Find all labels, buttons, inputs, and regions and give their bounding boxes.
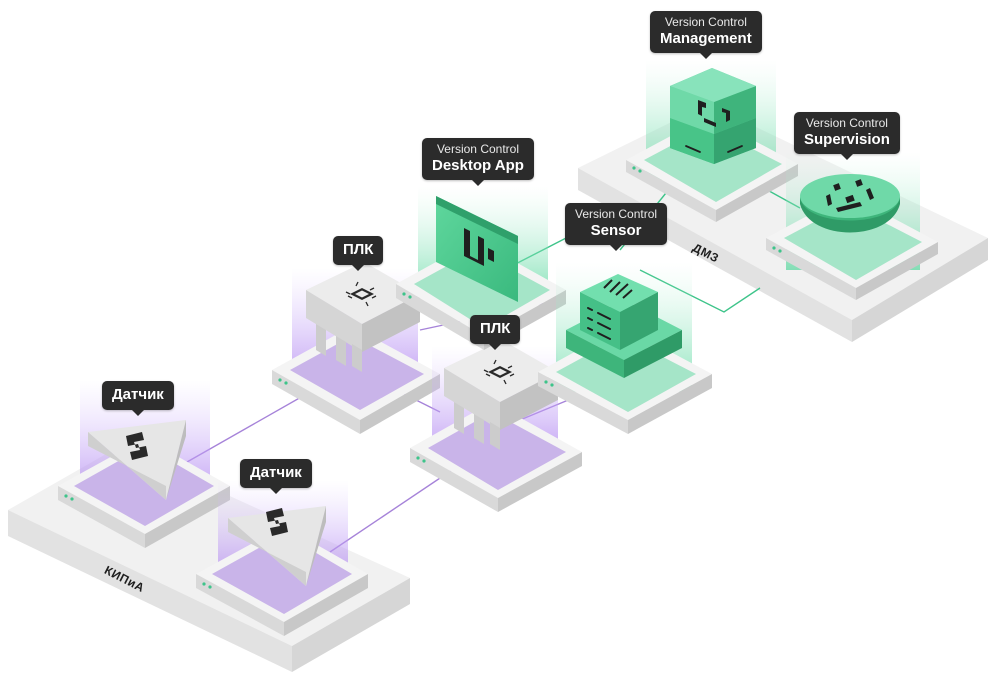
plc-node-1[interactable]: [272, 262, 440, 434]
label-supervision: Version Control Supervision: [794, 112, 900, 160]
vc-supervision-node[interactable]: [766, 152, 938, 300]
plc-1-title: ПЛК: [343, 241, 374, 258]
vc-sensor-line1: Version Control: [575, 207, 658, 221]
label-management: Version Control Management: [650, 11, 762, 59]
vc-sensor-line2: Sensor: [590, 222, 642, 239]
sensor-node-2[interactable]: [196, 480, 368, 636]
label-vc-sensor: Version Control Sensor: [565, 203, 668, 251]
plc-2-title: ПЛК: [480, 320, 511, 337]
plc-node-2[interactable]: [410, 340, 582, 512]
vc-sensor-node[interactable]: [538, 262, 712, 434]
desktop-app-line2: Desktop App: [432, 157, 524, 174]
sensor-1-title: Датчик: [112, 386, 164, 403]
cpu-chip-icon: [483, 359, 515, 385]
label-desktop-app: Version Control Desktop App: [422, 138, 534, 186]
label-sensor-1: Датчик: [102, 381, 174, 416]
management-line1: Version Control: [664, 15, 747, 29]
management-bracket-icon: [698, 100, 730, 127]
desktop-app-line1: Version Control: [436, 142, 519, 156]
sensor-chip-icon: [126, 432, 148, 460]
cpu-chip-icon: [345, 281, 377, 307]
management-line2: Management: [660, 30, 752, 47]
vc-management-node[interactable]: [626, 60, 798, 222]
sensor-chip-icon: [266, 508, 288, 536]
supervision-line2: Supervision: [804, 131, 890, 148]
desktop-app-node[interactable]: [396, 186, 566, 350]
link-sensor2-plc2: [329, 469, 453, 553]
sensor-node-1[interactable]: [58, 380, 230, 548]
sensor-2-title: Датчик: [250, 464, 302, 481]
label-sensor-2: Датчик: [240, 459, 312, 494]
label-plc-1: ПЛК: [333, 236, 384, 271]
v-logo-icon: [464, 228, 494, 266]
barcode-icon: [603, 279, 633, 299]
list-lines-icon: [587, 307, 611, 340]
label-plc-2: ПЛК: [470, 315, 521, 350]
supervision-line1: Version Control: [805, 116, 888, 130]
supervision-dots-icon: [826, 179, 874, 212]
